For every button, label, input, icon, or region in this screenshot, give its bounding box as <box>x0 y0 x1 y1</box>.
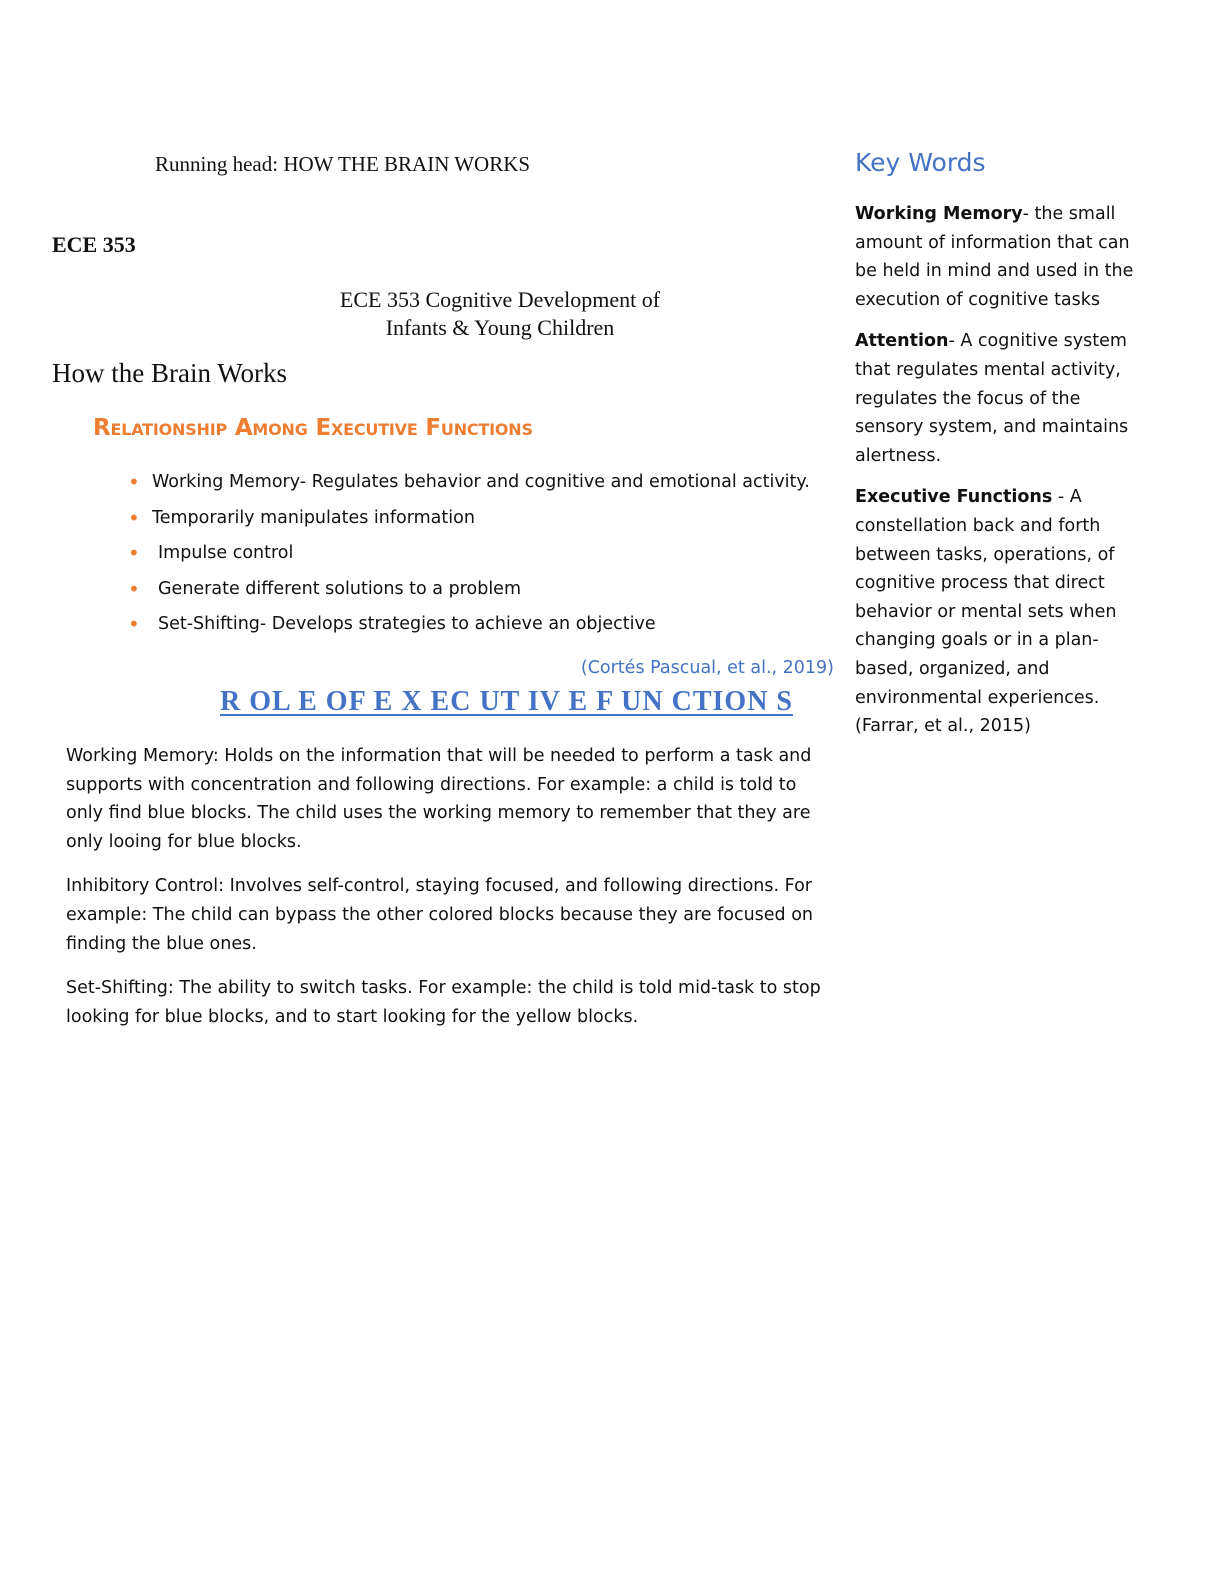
course-title: ECE 353 Cognitive Development of Infants… <box>300 286 700 342</box>
section-title: How the Brain Works <box>52 358 288 388</box>
key-word-item: Executive Functions - A constellation ba… <box>855 483 1145 740</box>
list-item: •Impulse control <box>128 541 294 565</box>
list-item: •Set-Shifting- Develops strategies to ac… <box>128 612 656 636</box>
key-word-definition: - A constellation back and forth between… <box>855 487 1117 708</box>
role-body: Working Memory: Holds on the information… <box>66 742 836 1047</box>
key-words-list: Working Memory- the small amount of info… <box>855 200 1145 754</box>
key-word-term: Attention <box>855 331 949 352</box>
key-word-item: Attention- A cognitive system that regul… <box>855 327 1145 470</box>
list-item: •Temporarily manipulates information <box>128 505 475 530</box>
bullet-icon: • <box>128 576 140 601</box>
relationship-citation: (Cortés Pascual, et al., 2019) <box>580 658 834 678</box>
course-title-line-2: Infants & Young Children <box>385 315 615 340</box>
paragraph-set-shifting: Set-Shifting: The ability to switch task… <box>66 978 821 1027</box>
relationship-bullet-list: •Working Memory- Regulates behavior and … <box>128 470 810 650</box>
key-word-term: Executive Functions <box>855 487 1053 508</box>
bullet-icon: • <box>128 505 140 530</box>
bullet-icon: • <box>128 541 140 565</box>
course-title-line-1: ECE 353 Cognitive Development of <box>339 287 661 312</box>
paragraph-working-memory: Working Memory: Holds on the information… <box>66 746 812 852</box>
key-words-heading: Key Words <box>855 148 986 177</box>
key-word-item: Working Memory- the small amount of info… <box>855 200 1145 314</box>
course-code: ECE 353 <box>52 232 136 257</box>
bullet-icon: • <box>128 612 140 636</box>
relationship-heading: Relationship Among Executive Functions <box>93 415 533 441</box>
role-heading: R OL E OF E X EC UT IV E F UN CTION S <box>220 686 793 717</box>
list-item: •Generate different solutions to a probl… <box>128 576 521 601</box>
list-item: •Working Memory- Regulates behavior and … <box>128 470 810 494</box>
running-head: Running head: HOW THE BRAIN WORKS <box>155 152 531 176</box>
bullet-icon: • <box>128 470 140 494</box>
key-words-citation: (Farrar, et al., 2015) <box>855 716 1031 737</box>
key-word-definition: - the small amount of information that c… <box>855 204 1134 310</box>
key-word-term: Working Memory <box>855 204 1023 224</box>
paragraph-inhibitory-control: Inhibitory Control: Involves self-contro… <box>66 876 814 954</box>
key-word-definition: - A cognitive system that regulates ment… <box>855 331 1129 466</box>
